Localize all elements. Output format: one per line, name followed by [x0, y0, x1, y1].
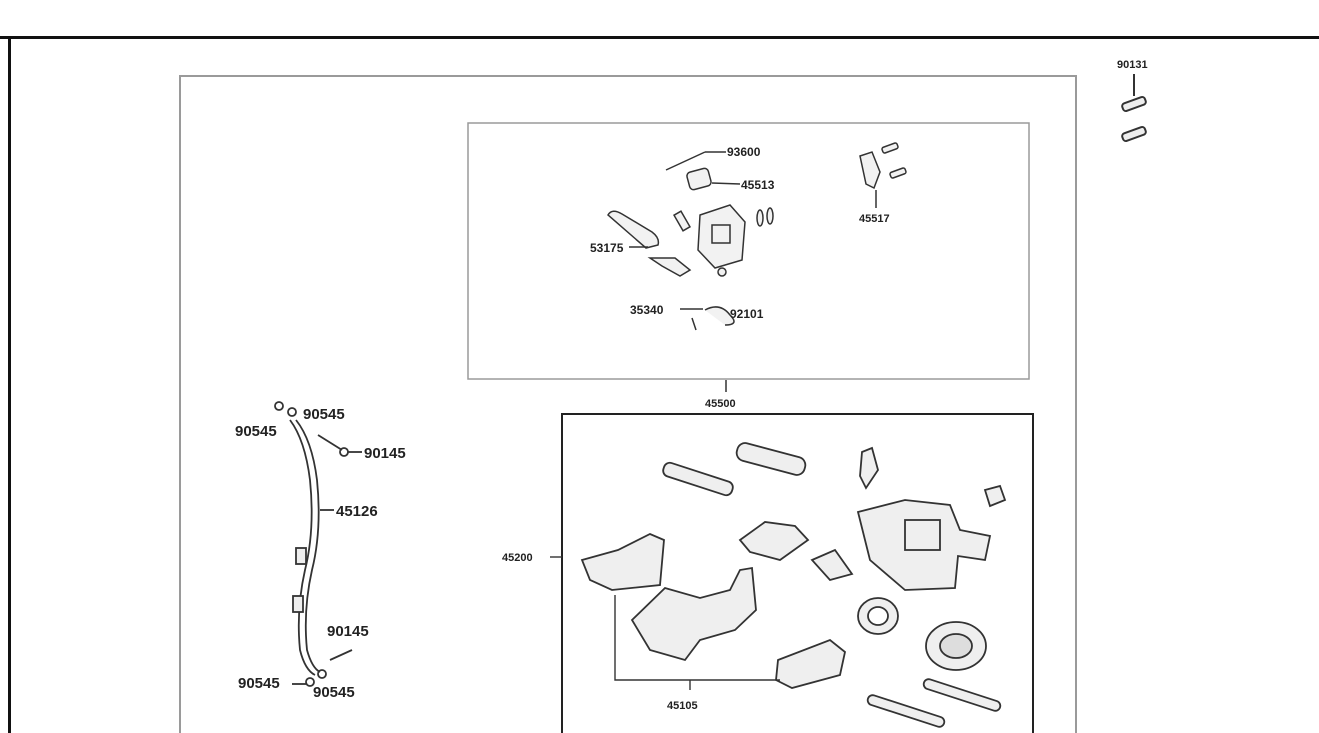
- bolt-pair-icon: [1121, 74, 1147, 143]
- part-number-90545-top-left: 90545: [235, 423, 277, 440]
- left-border-line: [8, 36, 11, 733]
- part-number-90145-top: 90145: [364, 445, 406, 462]
- part-number-93600: 93600: [727, 145, 761, 159]
- part-number-45126: 45126: [336, 503, 378, 520]
- part-number-45513: 45513: [741, 178, 775, 192]
- top-border-line: [0, 36, 1319, 39]
- top-bar: [0, 0, 1319, 36]
- part-number-53175: 53175: [590, 241, 624, 255]
- brake-pads-leader-lines: [550, 556, 780, 690]
- part-number-90545-bottom-left: 90545: [238, 675, 280, 692]
- caliper-parts-icon: [580, 442, 1007, 728]
- master-cylinder-parts-icon: [607, 142, 907, 392]
- outer-frame: [179, 75, 1077, 733]
- part-number-90545-top-right: 90545: [303, 406, 345, 423]
- part-number-90545-bottom-right: 90545: [313, 684, 355, 701]
- part-number-90131: 90131: [1117, 59, 1148, 71]
- caliper-group-box: [561, 413, 1034, 733]
- part-number-45200: 45200: [502, 552, 533, 564]
- part-number-92101: 92101: [730, 307, 764, 321]
- part-number-90145-bottom: 90145: [327, 623, 369, 640]
- master-cylinder-group-box: [467, 122, 1030, 380]
- part-number-45500: 45500: [705, 398, 736, 410]
- part-number-45105: 45105: [667, 700, 698, 712]
- part-number-45517: 45517: [859, 213, 890, 225]
- brake-hose-icon: [274, 401, 362, 687]
- part-number-35340: 35340: [630, 303, 664, 317]
